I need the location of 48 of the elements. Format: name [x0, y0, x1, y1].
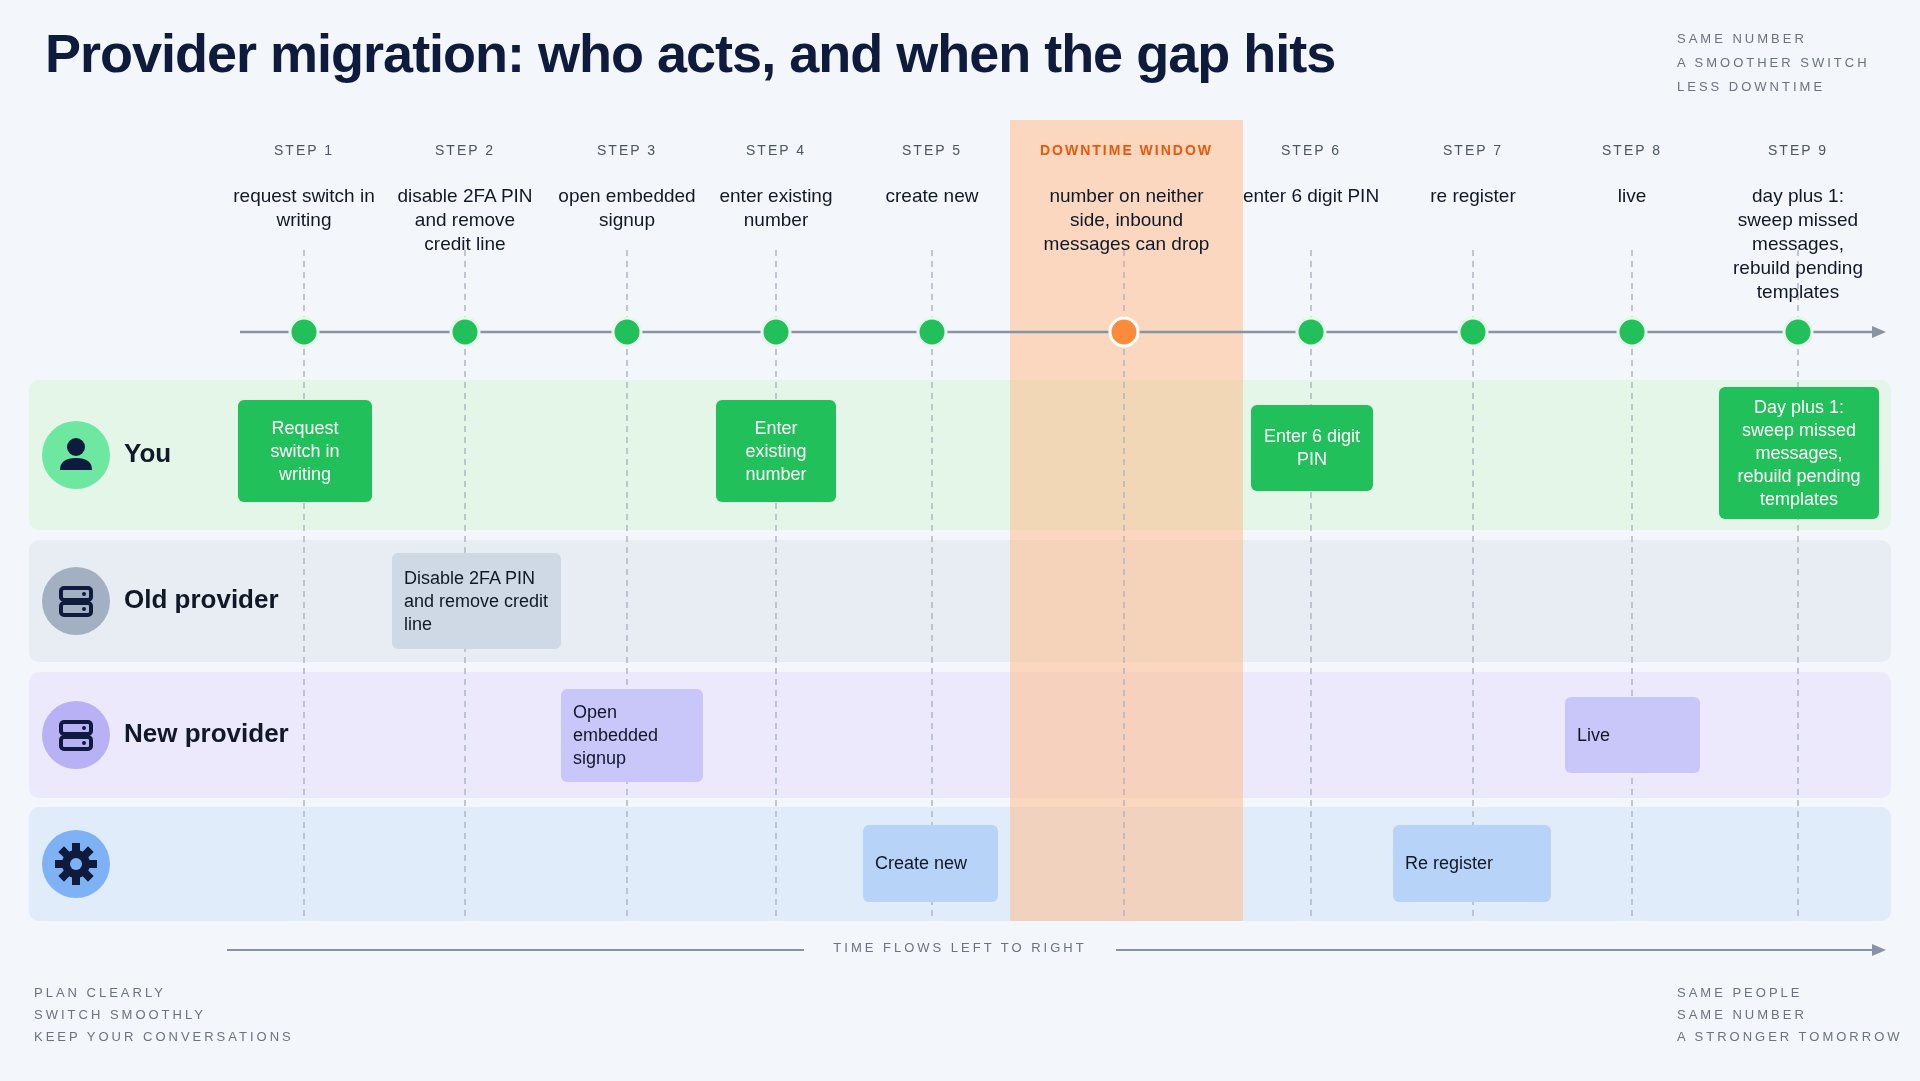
tagline: SAME NUMBER [1677, 31, 1807, 46]
tagline: LESS DOWNTIME [1677, 79, 1826, 94]
step-description: enter 6 digit PIN [1241, 184, 1381, 208]
tagline: SWITCH SMOOTHLY [34, 1007, 206, 1022]
step-description: open embedded signup [557, 184, 697, 232]
lane-label: New provider [124, 718, 289, 749]
task-box: Create new [863, 825, 998, 902]
step-heading: STEP 3 [596, 142, 658, 158]
axis-caption: TIME FLOWS LEFT TO RIGHT [832, 940, 1088, 955]
step-description: day plus 1: sweep missed messages, rebuild pending templates [1732, 184, 1864, 304]
task-box: Disable 2FA PIN and remove credit line [392, 553, 561, 649]
band-heading: DOWNTIME WINDOW [1038, 142, 1215, 158]
step-heading: STEP 8 [1601, 142, 1663, 158]
tagline: PLAN CLEARLY [34, 985, 166, 1000]
step-heading: STEP 2 [434, 142, 496, 158]
task-box: Request switch in writing [238, 400, 372, 502]
step-heading: STEP 9 [1767, 142, 1829, 158]
task-box: Re register [1393, 825, 1551, 902]
lane-band [29, 807, 1891, 921]
swimlane-band [29, 540, 1891, 662]
lane-label: You [124, 438, 172, 469]
task-box: Enter existing number [716, 400, 836, 502]
tagline: SAME NUMBER [1677, 1007, 1807, 1022]
title: Provider migration: who acts, and when the gap hits [45, 22, 1336, 84]
step-heading: STEP 6 [1280, 142, 1342, 158]
task-box: Open embedded signup [561, 689, 703, 782]
highlight-band [1010, 120, 1243, 921]
tagline: A SMOOTHER SWITCH [1677, 55, 1870, 70]
step-description: number on neither side, inbound messages can drop [1042, 184, 1211, 256]
task-box: Live [1565, 697, 1700, 773]
tagline: A STRONGER TOMORROW [1677, 1029, 1903, 1044]
step-heading: STEP 1 [273, 142, 335, 158]
swimlane-band [29, 672, 1891, 798]
tagline: KEEP YOUR CONVERSATIONS [34, 1029, 294, 1044]
step-description: enter existing number [718, 184, 834, 232]
lane-label: Old provider [124, 584, 279, 615]
task-box: Day plus 1: sweep missed messages, rebuild pending templates [1719, 387, 1879, 519]
step-heading: STEP 4 [745, 142, 807, 158]
step-description: create new [884, 184, 980, 208]
step-heading: STEP 5 [901, 142, 963, 158]
tagline: SAME PEOPLE [1677, 985, 1803, 1000]
swimlane-band [29, 380, 1891, 530]
step-description: re register [1429, 184, 1517, 208]
step-description: live [1616, 184, 1648, 208]
step-heading: STEP 7 [1442, 142, 1504, 158]
task-box: Enter 6 digit PIN [1251, 405, 1373, 491]
step-description: request switch in writing [232, 184, 376, 232]
step-description: disable 2FA PIN and remove credit line [396, 184, 534, 256]
